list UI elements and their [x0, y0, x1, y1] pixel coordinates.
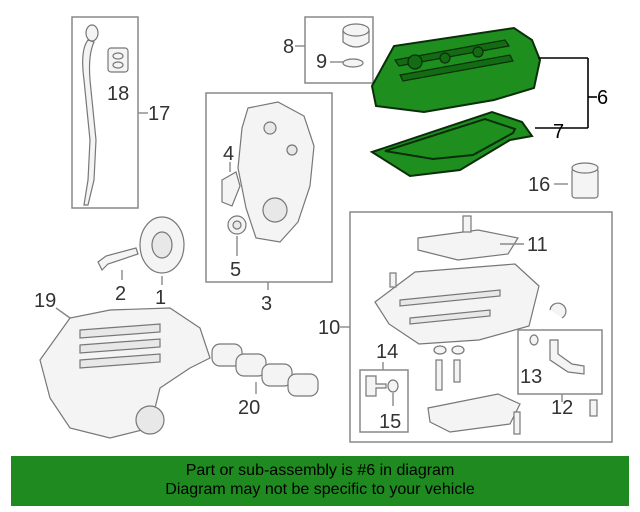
oil-pan-lower[interactable] [427, 393, 521, 433]
valve-cover-boss-1 [439, 52, 451, 64]
drain-plug-washer[interactable] [387, 379, 399, 393]
intake-manifold[interactable] [39, 307, 211, 439]
callout-17[interactable]: 17 [148, 103, 170, 125]
callout-5[interactable]: 5 [230, 259, 241, 281]
oil-pan-clip[interactable] [549, 302, 567, 319]
oil-level-sensor[interactable] [549, 339, 585, 375]
parts-diagram: 18 17 8 9 6 7 16 4 5 3 1 2 [34, 16, 613, 443]
oil-pan-upper-ribs [399, 289, 501, 325]
valve-cover-fill-port [407, 54, 423, 70]
timing-cover-boss-2 [286, 144, 298, 156]
oil-pan-plug-1[interactable] [433, 345, 447, 355]
dipstick-box [71, 16, 139, 209]
intake-runners [79, 323, 161, 369]
banner-line-1: Part or sub-assembly is #6 in diagram [185, 462, 455, 479]
crankshaft-front-seal-inner [232, 220, 242, 230]
valve-cover-boss-2 [472, 46, 484, 58]
callout-20[interactable]: 20 [238, 397, 260, 419]
dipstick-seal-ring-top [112, 52, 124, 60]
oil-pan-baffle[interactable] [417, 229, 519, 261]
dipstick-handle[interactable] [85, 24, 99, 42]
drain-plug-box [359, 369, 409, 433]
callout-16[interactable]: 16 [528, 174, 550, 196]
callout-3[interactable]: 3 [261, 293, 272, 315]
valve-cover-assembly[interactable] [369, 26, 542, 178]
callout-10[interactable]: 10 [318, 317, 340, 339]
sensor-bolt[interactable] [589, 399, 598, 417]
timing-cover-boss-1 [263, 121, 277, 135]
info-banner: Part or sub-assembly is #6 in diagram Di… [11, 456, 629, 506]
cap-seal[interactable] [342, 58, 364, 68]
valve-cover-gasket[interactable] [369, 110, 534, 178]
callout-4[interactable]: 4 [223, 143, 234, 165]
oil-pan-lower-bolt[interactable] [513, 411, 521, 435]
callout-9[interactable]: 9 [316, 51, 327, 73]
callout-12[interactable]: 12 [551, 397, 573, 419]
callout-1[interactable]: 1 [155, 287, 166, 309]
baffle-bolt[interactable] [462, 215, 472, 233]
callout-19[interactable]: 19 [34, 290, 56, 312]
oil-filler-cap-top [342, 23, 370, 37]
dipstick-seal-ring-bottom [112, 61, 124, 69]
callout-13[interactable]: 13 [520, 366, 542, 388]
callout-11[interactable]: 11 [527, 234, 548, 256]
callout-7[interactable]: 7 [553, 121, 564, 143]
oil-pan-dowel[interactable] [389, 272, 397, 288]
timing-cover-gasket[interactable] [221, 171, 241, 207]
timing-cover[interactable] [237, 101, 315, 243]
cap-box [304, 16, 374, 84]
drain-plug[interactable] [365, 375, 387, 397]
valve-cover-ribs [393, 39, 514, 82]
callout-14[interactable]: 14 [376, 341, 398, 363]
callout-6[interactable]: 6 [597, 87, 608, 109]
callout-8[interactable]: 8 [283, 36, 294, 58]
dipstick-tube[interactable] [82, 39, 97, 206]
banner-line-2: Diagram may not be specific to your vehi… [165, 481, 475, 498]
timing-cover-box [205, 92, 333, 283]
intake-manifold-gaskets[interactable] [211, 343, 319, 397]
leader-19 [55, 307, 71, 319]
oil-sensor-box [517, 329, 603, 395]
oil-pan-plug-2[interactable] [451, 345, 465, 355]
oil-pan-bolt-2[interactable] [453, 359, 461, 383]
oil-filter-top [571, 162, 599, 174]
intake-throttle-opening [135, 405, 165, 435]
callout-15[interactable]: 15 [379, 411, 401, 433]
crankshaft-balancer-hub [151, 231, 173, 259]
callout-2[interactable]: 2 [115, 283, 126, 305]
balancer-bolt[interactable] [97, 247, 139, 272]
sensor-o-ring[interactable] [529, 334, 539, 346]
callout-18[interactable]: 18 [107, 83, 129, 105]
timing-cover-seal-bore [262, 197, 288, 223]
oil-pan-bolt-1[interactable] [435, 359, 443, 391]
